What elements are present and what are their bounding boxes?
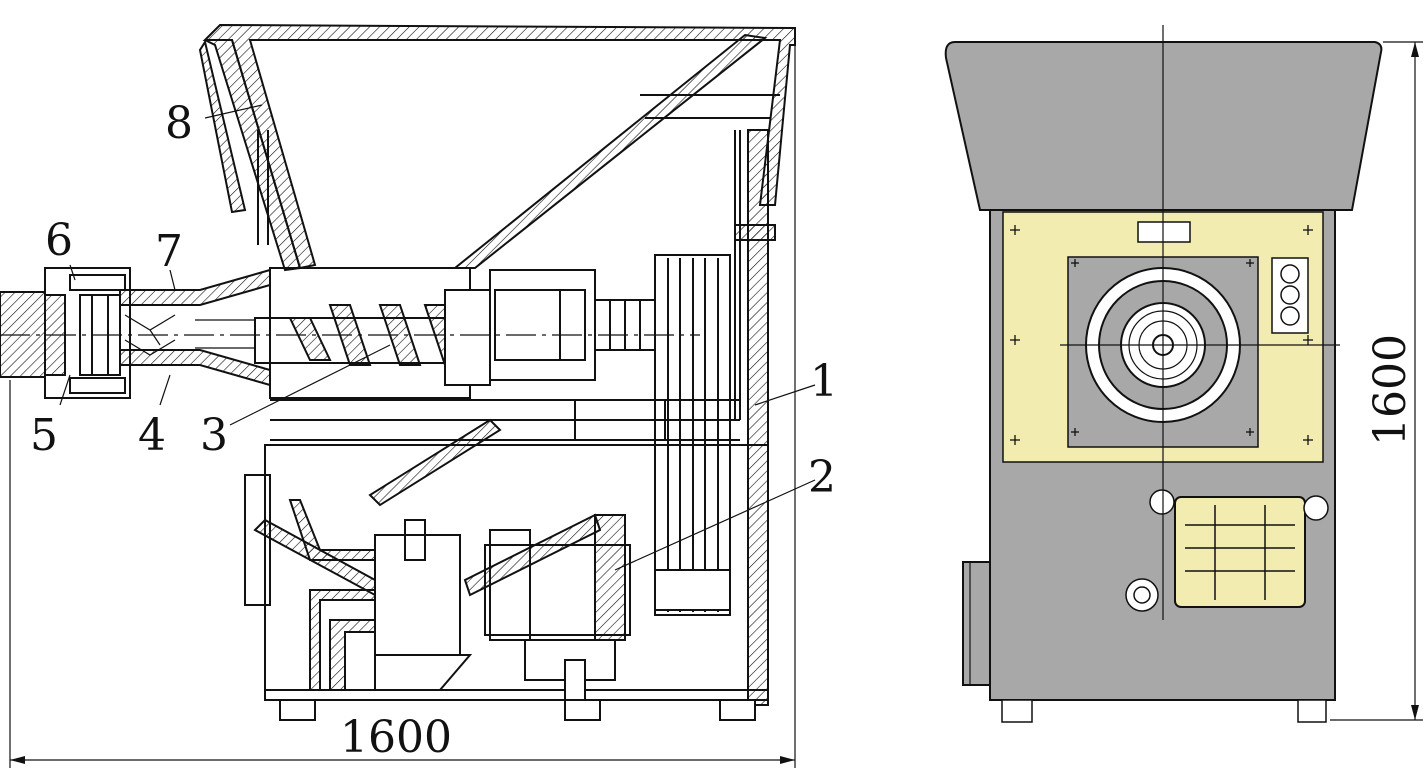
callout-6: 6 <box>45 215 73 266</box>
cutting-head <box>0 267 271 399</box>
width-label: 1600 <box>340 712 452 763</box>
frame-side <box>244 129 776 721</box>
auger-housing <box>254 267 666 507</box>
height-label: 1600 <box>1365 334 1416 446</box>
width-dimension <box>9 45 796 768</box>
callout-4: 4 <box>138 410 166 461</box>
callout-1: 1 <box>810 356 838 407</box>
front-view: 1600 <box>944 25 1423 723</box>
callout-5: 5 <box>30 410 58 461</box>
height-dimension <box>1330 41 1423 721</box>
callout-3: 3 <box>200 410 228 461</box>
callout-8: 8 <box>165 98 193 149</box>
callout-2: 2 <box>808 452 836 503</box>
side-section-view: 1 2 3 4 5 6 7 8 1600 <box>0 23 838 768</box>
tray <box>1174 496 1306 608</box>
hopper-side <box>198 23 796 272</box>
side-box <box>962 561 991 686</box>
pulley-large <box>654 254 731 616</box>
motor <box>253 499 631 701</box>
name-plate <box>1137 221 1191 243</box>
callout-7: 7 <box>155 226 183 277</box>
leader-lines <box>59 104 816 571</box>
